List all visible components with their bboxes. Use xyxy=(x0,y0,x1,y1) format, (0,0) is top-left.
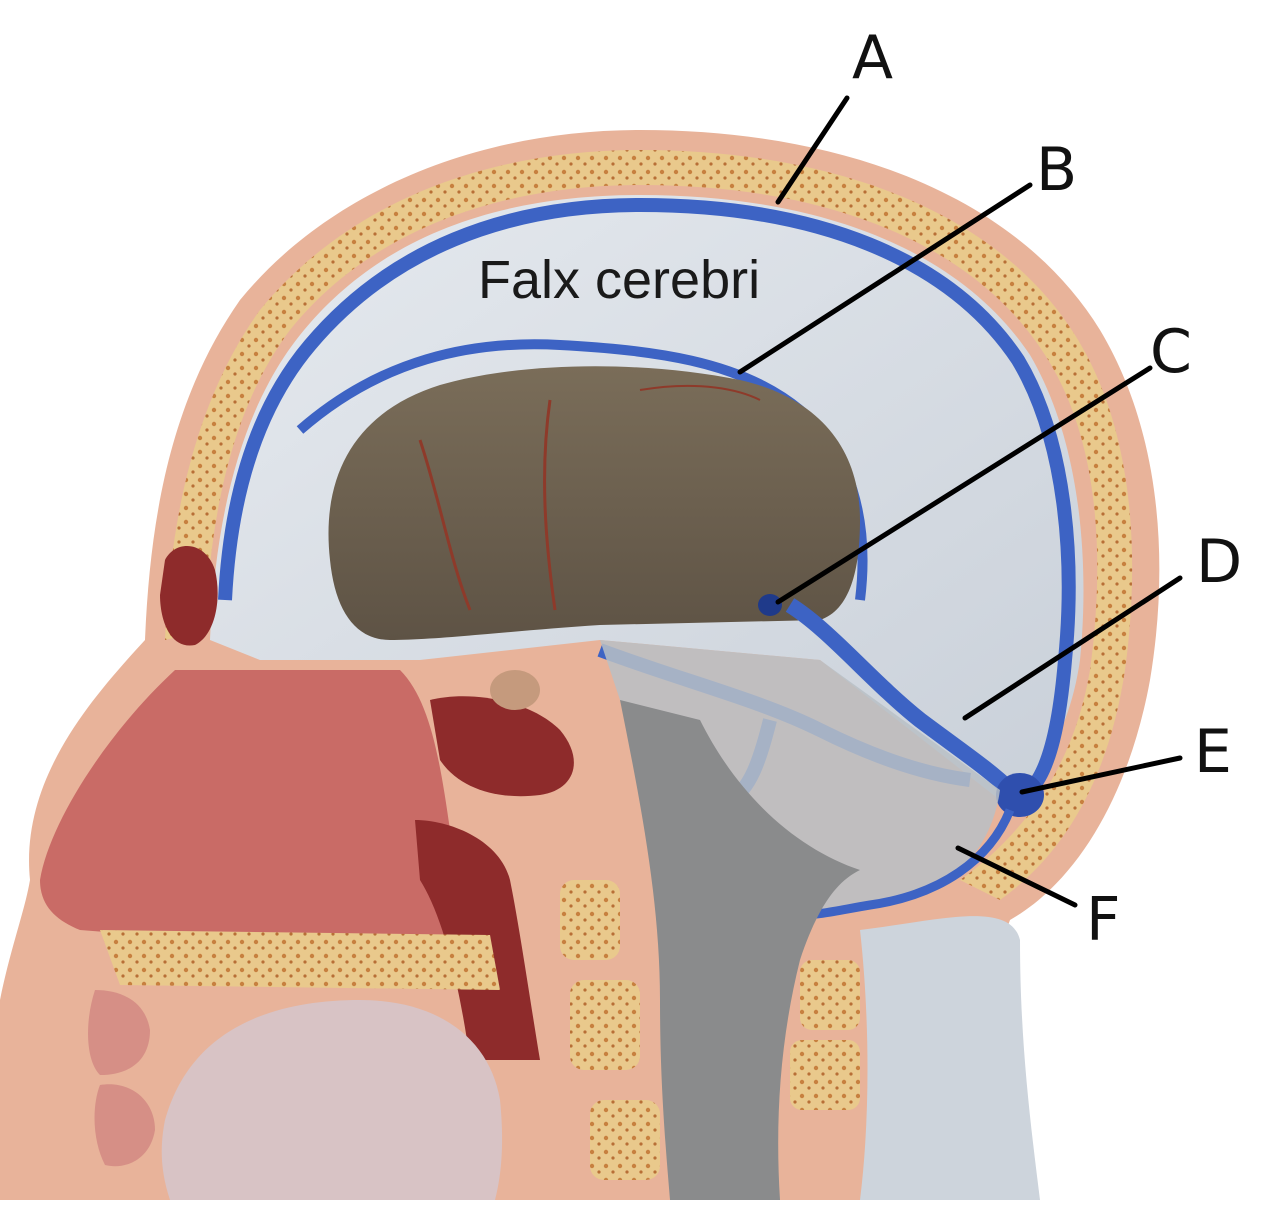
label-d: D xyxy=(1196,527,1242,597)
diagram-title: Falx cerebri xyxy=(478,250,760,310)
label-a: A xyxy=(852,23,893,93)
leader-line-a xyxy=(775,95,850,205)
leader-line-f xyxy=(955,845,1078,908)
cervical-vertebra xyxy=(790,1040,860,1110)
neck-muscles xyxy=(860,916,1040,1200)
tentorium-cerebelli xyxy=(600,640,1000,911)
transverse-sinus xyxy=(799,808,1015,920)
straight-sinus xyxy=(785,598,1016,796)
lip xyxy=(94,1084,155,1167)
leader-line-b xyxy=(737,182,1033,375)
frontal-sinus xyxy=(160,546,218,646)
pituitary xyxy=(490,670,540,710)
leader-line-e xyxy=(1019,755,1183,795)
sinus-opening xyxy=(758,594,782,616)
label-e: E xyxy=(1194,717,1232,787)
cerebral-cavity xyxy=(328,366,860,640)
cervical-vertebra xyxy=(570,980,640,1070)
tongue xyxy=(161,1000,503,1200)
label-b: B xyxy=(1036,135,1077,205)
superior-sagittal-sinus xyxy=(218,197,1076,795)
confluence-of-sinuses xyxy=(996,773,1044,817)
brainstem-canal xyxy=(620,700,860,1200)
label-c: C xyxy=(1150,317,1192,387)
cervical-vertebra xyxy=(560,880,620,960)
vessel-branch xyxy=(418,439,472,611)
sphenoid-sinus xyxy=(430,696,574,797)
vessel-branch xyxy=(543,399,557,611)
vessel-branch xyxy=(639,384,761,401)
cervical-vertebra xyxy=(800,960,860,1030)
leader-line-d xyxy=(962,575,1183,721)
skull-bone xyxy=(165,150,1133,900)
nasal-cavity xyxy=(40,670,470,960)
leader-line-c xyxy=(775,365,1153,605)
cervical-vertebra xyxy=(590,1100,660,1180)
lip xyxy=(88,990,150,1075)
hard-palate xyxy=(100,930,500,990)
label-f: F xyxy=(1086,885,1121,955)
